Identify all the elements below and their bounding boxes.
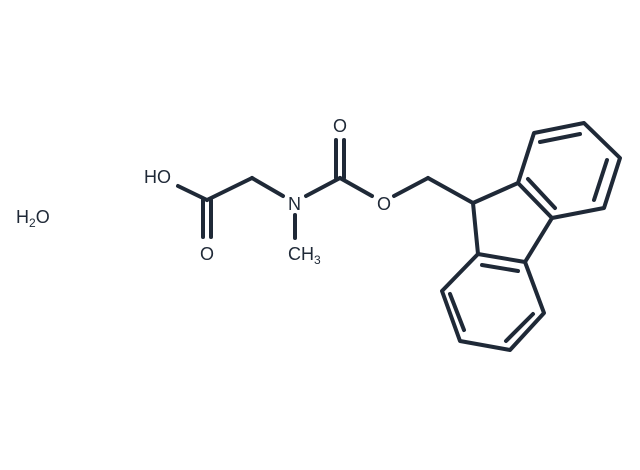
upper-ring-double-3 [526,177,557,210]
lower-benzene-ring [440,252,546,352]
bond-c9-c9a [471,181,520,205]
lower-ring-double-3 [448,292,466,332]
lower-ring-double-2 [504,312,535,343]
ester-oxygen-label: O [377,194,392,214]
bond-c4a-c4b [523,216,554,264]
hydroxyl-label: HO [144,167,171,187]
methyl-label: CH3 [288,244,321,267]
bond-ch2-n [250,176,285,198]
bond-n-c [304,176,342,198]
carbamate-carbonyl-oxygen-label: O [333,116,348,136]
acid-carbonyl-oxygen-label: O [200,244,215,264]
water-label: H2O [16,207,50,230]
bond-c-oh [176,184,209,202]
bond-ch2-c9 [426,176,475,205]
upper-ring-double-2 [592,158,609,202]
bond-c-o-ester [338,176,374,198]
bond-o-ch2 [392,176,430,198]
upper-benzene-ring [516,121,622,220]
bond-c-ch2 [205,176,254,202]
upper-ring-double-1 [538,132,582,144]
lower-ring-double-1 [480,263,520,273]
bond-c9-c8a [471,201,480,256]
nitrogen-label: N [288,194,301,214]
